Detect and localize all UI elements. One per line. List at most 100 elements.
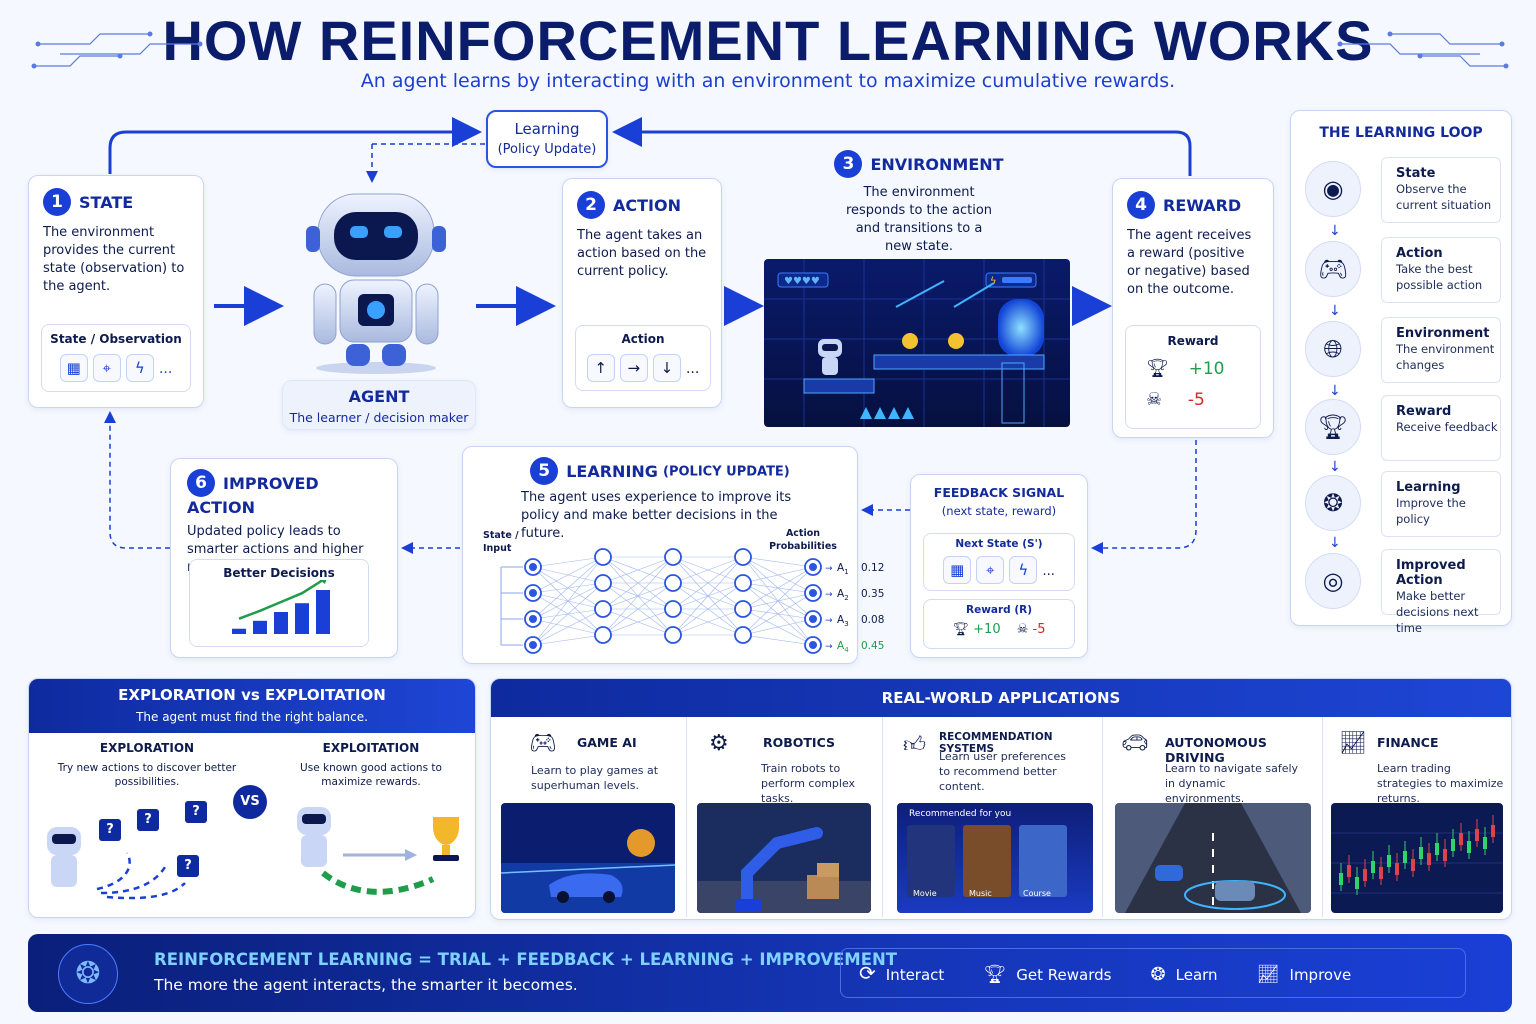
sidebar-item-desc: Improve the policy	[1396, 496, 1466, 526]
action-label: A2	[837, 588, 849, 602]
step-number: 4	[1127, 191, 1155, 219]
footer-pill-improve: 📈︎ Improve	[1257, 964, 1352, 985]
input-label: State / Input	[483, 530, 519, 554]
learning-box-line2: (Policy Update)	[497, 142, 597, 157]
application-title: AUTONOMOUS DRIVING	[1165, 735, 1267, 765]
nn-neuron	[594, 574, 612, 592]
arrow-down-icon: ↓	[1329, 303, 1341, 319]
step-number: 5	[530, 457, 559, 485]
exploitation-illustration	[297, 807, 459, 895]
application-robotics: ⚙ ROBOTICS Train robots to perform compl…	[687, 717, 883, 917]
vs-badge: VS	[233, 785, 267, 819]
action-probability: 0.45	[861, 640, 884, 652]
nn-neuron	[734, 548, 752, 566]
panel-title: Better Decisions	[223, 566, 335, 580]
bar	[232, 628, 246, 634]
step-description: The environment provides the current sta…	[43, 225, 185, 294]
nn-neuron	[594, 548, 612, 566]
negative-reward: -5	[1032, 622, 1046, 637]
learning-box-line1: Learning	[514, 120, 580, 138]
nn-neuron	[664, 600, 682, 618]
svg-text:→: →	[825, 564, 833, 574]
robot-arm-icon: ⚙	[709, 731, 729, 756]
panel-title: Next State (S')	[955, 538, 1043, 550]
pill-label: Improve	[1289, 966, 1352, 984]
action-probability: 0.12	[861, 562, 884, 574]
svg-text:→: →	[825, 616, 833, 626]
sidebar-item-title: Environment	[1396, 326, 1490, 341]
agent-desc: The learner / decision maker	[289, 410, 469, 425]
panel-title: Action	[621, 332, 665, 346]
application-finance: 📈︎ FINANCE Learn trading strategies to m…	[1323, 717, 1511, 917]
arrow-down-icon: ↓	[652, 354, 681, 382]
bar	[295, 603, 309, 634]
brain-icon: ❂	[1305, 475, 1361, 531]
action-probability: 0.08	[861, 614, 884, 626]
lightning-icon: ϟ	[125, 354, 154, 382]
svg-text:→: →	[825, 642, 833, 652]
thumbs-up-icon: 👍︎	[903, 733, 926, 758]
better-decisions-panel: Better Decisions	[189, 559, 369, 647]
sidebar-item-title: Reward	[1396, 404, 1452, 419]
negative-reward: -5	[1187, 390, 1205, 410]
footer-pill-learn: ❂Learn	[1151, 964, 1218, 985]
arrow-down-icon: ↓	[1329, 459, 1341, 475]
action-label: A3	[837, 614, 849, 628]
step-title: ENVIRONMENT	[870, 154, 1004, 174]
step-number: 3	[834, 150, 863, 178]
application-desc: Train robots to perform complex tasks.	[761, 762, 856, 805]
sidebar-item-title: Learning	[1396, 480, 1461, 495]
action-panel: Action ↑ → ↓ ...	[575, 325, 711, 391]
robot-agent-illustration	[306, 193, 446, 374]
nn-neuron	[664, 574, 682, 592]
skull-icon: ☠	[1016, 622, 1029, 637]
action-probability: 0.35	[861, 588, 884, 600]
next-state-panel: Next State (S') ▦ ⌖ ϟ ...	[923, 533, 1075, 591]
application-desc: Learn to navigate safely in dynamic envi…	[1165, 762, 1299, 805]
reward-signal-panel: Reward (R) 🏆︎ +10 ☠ -5	[923, 599, 1075, 649]
footer-pill-get-rewards: 🏆︎Get Rewards	[983, 964, 1111, 985]
reward-panel: Reward 🏆︎ +10 ☠ -5	[1125, 325, 1261, 429]
bar	[316, 590, 330, 634]
globe-icon: 🌐︎	[1305, 321, 1361, 377]
arrow-down-icon: ↓	[1329, 383, 1341, 399]
circuit-decoration-right	[1337, 31, 1509, 69]
exploitation-title: EXPLOITATION	[322, 741, 420, 755]
sidebar-item-desc: Receive feedback	[1396, 420, 1498, 434]
car-icon: 🚗︎	[1121, 731, 1149, 756]
nn-neuron	[734, 626, 752, 644]
exploration-title: EXPLORATION	[99, 741, 195, 755]
application-title: FINANCE	[1377, 735, 1439, 750]
nn-neuron	[664, 626, 682, 644]
brain-icon: ❂	[58, 944, 118, 1004]
svg-text:→: →	[825, 590, 833, 600]
game-ai-image	[501, 803, 675, 913]
eye-icon: ◉	[1305, 161, 1361, 217]
learning-policy-box: Learning (Policy Update)	[486, 110, 608, 168]
trophy-icon: 🏆︎	[1305, 399, 1361, 455]
footer-tagline: The more the agent interacts, the smarte…	[154, 976, 578, 994]
page-title: HOW REINFORCEMENT LEARNING WORKS	[162, 9, 1374, 72]
pill-label: Get Rewards	[1016, 966, 1112, 984]
growth-chart-icon: 📈︎	[1256, 964, 1280, 985]
exploration-illustration	[47, 827, 186, 900]
cycle-icon: ⟳	[859, 961, 876, 985]
nn-neuron	[594, 626, 612, 644]
bar	[274, 612, 288, 634]
trophy-icon: 🏆︎	[1146, 358, 1169, 379]
agent-label: AGENT The learner / decision maker	[282, 380, 476, 430]
pill-label: Learn	[1175, 966, 1218, 984]
gamepad-icon: 🎮︎	[1305, 241, 1361, 297]
circuit-decoration-left	[31, 31, 203, 69]
application-recommendation-systems: 👍︎ RECOMMENDATION SYSTEMS Learn user pre…	[883, 717, 1103, 917]
target-icon: ◎	[1305, 553, 1361, 609]
